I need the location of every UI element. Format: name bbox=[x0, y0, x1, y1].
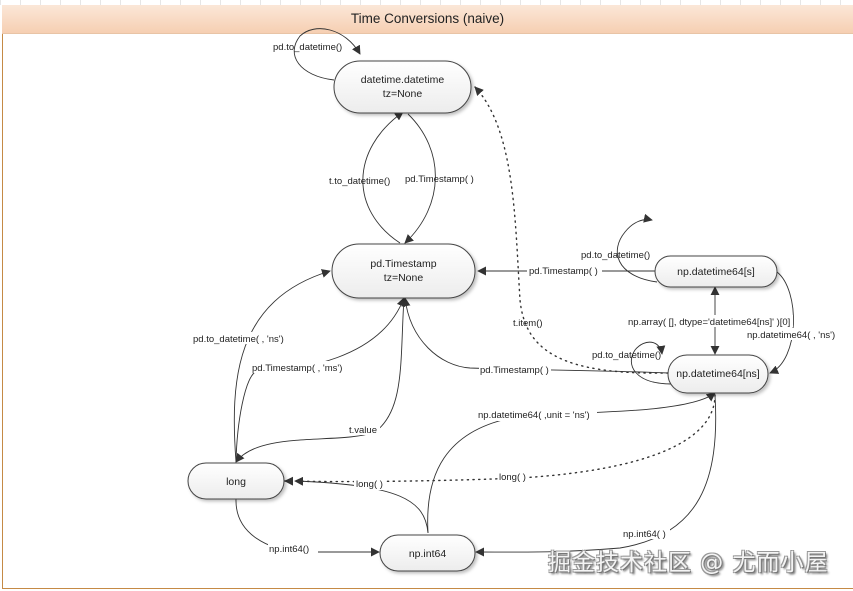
label-ts-to-datetime: t.to_datetime() bbox=[329, 176, 390, 187]
label-datetime-to-ts: pd.Timestamp( ) bbox=[405, 174, 474, 185]
node-dt64ns-label: np.datetime64[ns] bbox=[676, 368, 760, 380]
label-ns-to-s: np.array( [], dtype='datetime64[ns]' )[0… bbox=[628, 317, 790, 328]
node-long-label: long bbox=[226, 476, 246, 488]
edge-dt64ns-to-long bbox=[284, 394, 716, 486]
edge-timestamp-to-datetime bbox=[362, 111, 404, 244]
label-dt64ns-to-datetime: t.item() bbox=[513, 318, 543, 329]
edge-dt64ns-to-int64 bbox=[475, 394, 717, 557]
edge-timestamp-to-long bbox=[235, 297, 405, 463]
node-timestamp-label: pd.Timestamp bbox=[370, 258, 436, 270]
edge-dt64ns-to-datetime bbox=[474, 86, 669, 374]
label-datetime-self: pd.to_datetime() bbox=[273, 42, 342, 53]
node-int64-label: np.int64 bbox=[409, 548, 447, 560]
edge-long-to-timestamp-ms bbox=[235, 297, 406, 463]
label-long-to-int64: np.int64() bbox=[269, 544, 309, 555]
label-long-to-ts-ns: pd.to_datetime( , 'ns') bbox=[193, 334, 284, 345]
edge-datetime-to-timestamp bbox=[404, 113, 436, 244]
node-timestamp-tz: tz=None bbox=[384, 272, 424, 284]
edge-s-np-datetime64-ns bbox=[769, 271, 794, 374]
edge-dt64ns-self bbox=[630, 341, 673, 385]
node-datetime-tz: tz=None bbox=[383, 88, 423, 100]
node-dt64ns[interactable]: np.datetime64[ns] bbox=[667, 354, 769, 394]
watermark: 掘金技术社区 @ 尤而小屋 bbox=[548, 550, 829, 576]
label-ts-to-long: t.value bbox=[349, 425, 377, 436]
label-dt64s-to-ts: pd.Timestamp( ) bbox=[529, 266, 598, 277]
label-dt64ns-to-long: long( ) bbox=[499, 472, 526, 483]
label-dt64ns-to-ts: pd.Timestamp( ) bbox=[480, 365, 549, 376]
edge-int64-to-long bbox=[294, 476, 429, 534]
label-s-to-ns: np.datetime64( , 'ns') bbox=[747, 330, 835, 341]
node-dt64s[interactable]: np.datetime64[s] bbox=[654, 255, 778, 288]
title-bar: Time Conversions (naive) bbox=[2, 5, 853, 34]
node-dt64s-label: np.datetime64[s] bbox=[677, 266, 755, 278]
node-timestamp[interactable]: pd.Timestamp tz=None bbox=[331, 243, 476, 299]
node-int64[interactable]: np.int64 bbox=[379, 534, 476, 572]
label-dt64ns-self: pd.to_datetime() bbox=[592, 350, 661, 361]
label-dt64s-self: pd.to_datetime() bbox=[581, 250, 650, 261]
node-datetime-label: datetime.datetime bbox=[361, 74, 445, 86]
label-int64-to-long: long( ) bbox=[356, 479, 383, 490]
label-long-to-ts-ms: pd.Timestamp( , 'ms') bbox=[252, 363, 342, 374]
edge-datetime-self bbox=[293, 28, 361, 81]
label-dt64ns-to-int64: np.int64( ) bbox=[623, 529, 666, 540]
label-int64-to-dt64ns: np.datetime64( ,unit = 'ns') bbox=[478, 410, 590, 421]
node-long[interactable]: long bbox=[187, 462, 285, 500]
ruler-grid bbox=[0, 0, 853, 5]
diagram-title: Time Conversions (naive) bbox=[350, 11, 505, 26]
node-datetime[interactable]: datetime.datetime tz=None bbox=[333, 60, 472, 114]
edge-long-to-timestamp-ns bbox=[233, 269, 331, 463]
edge-dt64ns-to-timestamp bbox=[401, 297, 669, 374]
edge-dt64s-self bbox=[616, 213, 658, 283]
